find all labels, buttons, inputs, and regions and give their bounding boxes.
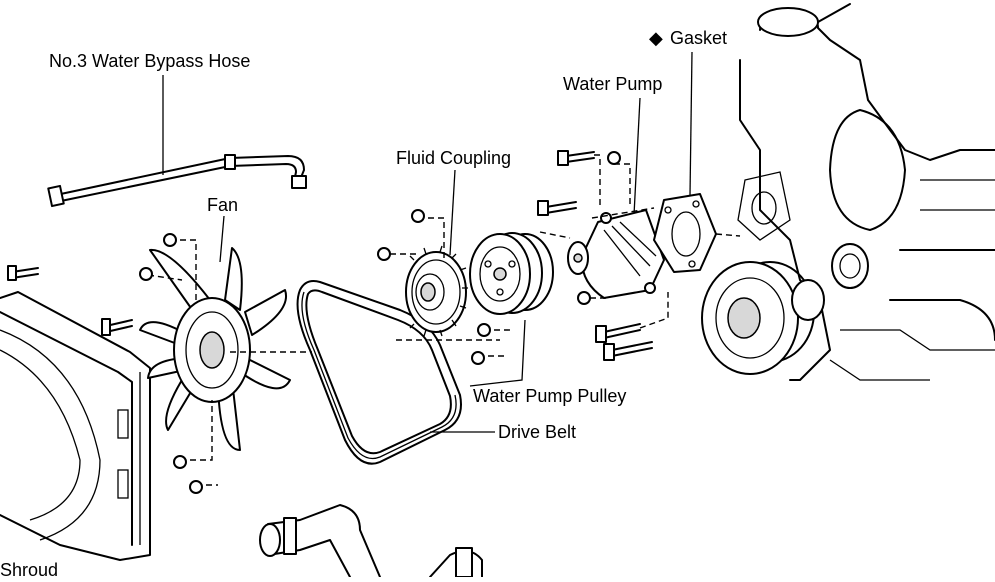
gasket-label: Gasket: [670, 28, 728, 48]
alignment-lines: [230, 207, 741, 353]
water-pump-bolts: [537, 150, 669, 361]
water-pump-pulley: [469, 232, 554, 315]
water-pump-label: Water Pump: [563, 74, 663, 94]
coupling-nuts: [377, 209, 510, 365]
gasket: [653, 193, 717, 273]
bypass-hose-label: No.3 Water Bypass Hose: [49, 51, 251, 71]
drive-belt: [296, 280, 462, 465]
drive-belt-label: Drive Belt: [498, 422, 577, 442]
water-pump: [567, 209, 665, 299]
gasket-marker: ◆: [649, 28, 663, 48]
radiator-hoses: [259, 504, 483, 578]
fan: [139, 247, 291, 451]
fluid-coupling: [405, 245, 468, 337]
fan-label: Fan: [207, 195, 239, 215]
fluid-coupling-label: Fluid Coupling: [396, 148, 512, 168]
engine-block: [737, 3, 995, 381]
fan-nuts: [139, 233, 218, 494]
water-pump-pulley-label: Water Pump Pulley: [473, 386, 627, 406]
shroud-bolts: [7, 265, 133, 336]
shroud: [0, 291, 151, 561]
water-bypass-hose: [47, 154, 307, 208]
crank-pulley: [701, 261, 815, 375]
shroud-label: Shroud: [0, 560, 59, 580]
